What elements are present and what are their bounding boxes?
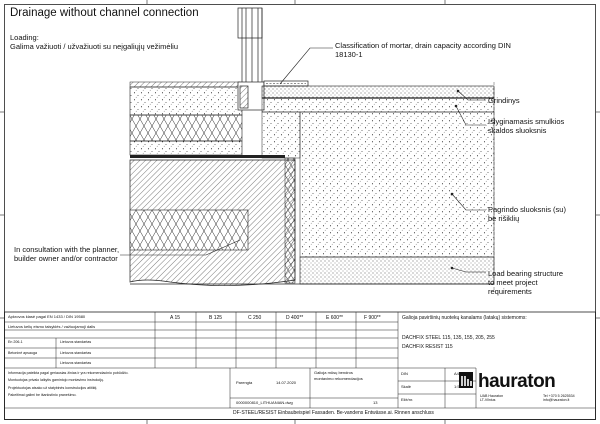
- tb-din-label: DIN: [401, 371, 408, 376]
- tb-disclaimer-1: Informacija pateikta pagal geriausias ži…: [8, 371, 129, 375]
- callout-grindinys: Grindinys: [488, 96, 520, 105]
- tb-product-header: Galioja paviršinių nuotekų kanalams (lat…: [402, 315, 527, 321]
- tb-class-e600: E 600**: [326, 315, 343, 321]
- tb-class-a15: A 15: [170, 315, 181, 321]
- callout-mortar: Classification of mortar, drain capacity…: [335, 41, 511, 59]
- tb-sheet-label: Eilė/nr.: [401, 397, 414, 402]
- tb-row-desc-3: Lietuvos standartas: [60, 361, 92, 365]
- tb-class-f900: F 900**: [364, 315, 381, 321]
- load-label: Loading:: [10, 33, 39, 42]
- tb-footer: DF-STEEL/RESIST Einbaubeispiel Fassaden.…: [233, 410, 434, 416]
- perimeter-insulation: [284, 157, 296, 284]
- tb-scale-label: Skalė: [401, 384, 412, 389]
- tb-row-desc-2: Lietuvos standartas: [60, 351, 92, 355]
- tb-scale-value: 1:5: [454, 384, 460, 389]
- tb-row-desc-1: Lietuvos standartas: [60, 340, 92, 344]
- callout-leveling: Išlyginamasis smulkios skaldos sluoksnis: [488, 117, 565, 135]
- building-wall: [129, 81, 296, 286]
- callout-load-bearing: Load bearing structure to meet project r…: [488, 269, 564, 296]
- layer-load-bearing: [299, 256, 495, 285]
- floor-layers: [130, 82, 495, 290]
- tb-din-value: A4: [454, 371, 459, 376]
- tb-class-c250: C 250: [248, 315, 262, 321]
- tb-disclaimer-2: Montuotojas privalo laikytis gamintojo m…: [8, 378, 105, 382]
- title-block: [4, 311, 596, 420]
- hauraton-logo-mark: [459, 372, 473, 388]
- tb-row-label-2: Betoninė apsauga: [8, 351, 37, 355]
- tb-product-line-1: DACHFIX STEEL 115, 135, 155, 205, 255: [402, 335, 495, 341]
- window-frame: [237, 7, 309, 111]
- tb-class-d400: D 400**: [286, 315, 304, 321]
- tb-date-label: Parengta: [236, 380, 253, 385]
- callout-base: Pagrindo sluoksnis (su) be rišiklių: [488, 205, 566, 223]
- tb-date: 14.07.2020: [276, 380, 297, 385]
- tb-standard: Apkrovos klasė pagal EN 1433 / DIN 19580: [8, 314, 86, 319]
- callout-consultation: In consultation with the planner, builde…: [14, 245, 120, 263]
- tb-section-1: Galioja mūsų bendros: [314, 370, 353, 375]
- tb-disclaimer-4: Pakeitimai galimi be išankstinio praneši…: [8, 393, 77, 397]
- tb-class-b125: B 125: [209, 315, 223, 321]
- tb-row-label-1: En 206-1: [8, 340, 23, 344]
- load-value: Galima važiuoti / užvažiuoti su neįgalių…: [10, 42, 178, 51]
- tb-section-2: montavimo rekomendacijos: [314, 376, 363, 381]
- layer-bedding: [261, 97, 495, 113]
- page-title: Drainage without channel connection: [10, 7, 199, 19]
- tb-disclaimer-3: Projektuotojas atsako už statybinės kons…: [8, 386, 98, 390]
- tb-product-line-2: DACHFIX RESIST 115: [402, 344, 453, 350]
- layer-base-course: [299, 111, 495, 258]
- tb-company-address: UAB Hauraton LT-Vilnius: [480, 394, 504, 403]
- tb-page-no: 13: [373, 400, 378, 405]
- tb-load-row: Lietuvos kelių eismo taisyklės / važiuoj…: [8, 324, 96, 329]
- hauraton-logo: hauraton: [478, 371, 556, 392]
- leader-lines: [120, 47, 486, 273]
- tb-company-contact: Tel +370 5 2625534 info@hauraton.lt: [543, 394, 575, 403]
- tb-file-name: 0000000810_LITHUANIAN.dwg: [236, 400, 293, 405]
